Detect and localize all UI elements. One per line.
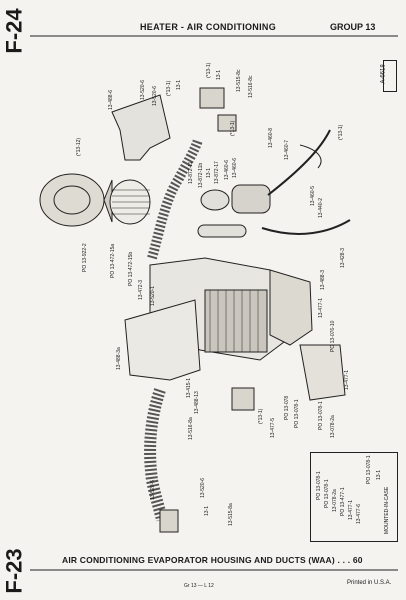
part-label: 13-1 <box>176 79 182 90</box>
housing-side-panel <box>269 269 313 346</box>
part-label: PO 13-472-15a <box>110 243 116 278</box>
part-label: 13-477-1 <box>344 369 350 390</box>
part-label: 13-078-2a <box>330 415 336 438</box>
part-label: 13-516-8a <box>188 417 194 440</box>
part-label: 13-516-8c <box>248 75 254 98</box>
part-label: (*13-1) <box>206 62 212 78</box>
evaporator-housing-lower <box>124 299 201 381</box>
part-label: 13-460-6 <box>224 159 230 180</box>
compressor-body <box>231 184 271 214</box>
part-label: 13-515-8a <box>228 503 234 526</box>
wire-lead <box>299 144 322 169</box>
part-label: PO 13-076-10 <box>330 320 336 352</box>
bracket-part <box>111 94 171 161</box>
blower-outlet <box>53 185 91 215</box>
part-label: 13-488-6 <box>108 89 114 110</box>
part-label: (*13-1) <box>258 408 264 424</box>
part-label: 13-520-6 <box>200 477 206 498</box>
part-label: 13-428-3 <box>340 247 346 268</box>
part-label: 13-460-8 <box>268 127 274 148</box>
part-label: (*13-1) <box>338 124 344 140</box>
part-label: 13-472-3 <box>138 279 144 300</box>
part-label: 13-1 <box>216 69 222 80</box>
flex-duct-lower <box>144 388 168 522</box>
hose-b <box>261 219 351 235</box>
inset-part-label: 13-477-6 <box>356 503 362 524</box>
hose-a <box>267 129 331 196</box>
inset-part-label: MOUNTED-IN-CASE <box>384 486 390 534</box>
vent-outlet-a <box>199 87 225 109</box>
part-label: 13-520-6 <box>140 79 146 100</box>
figure-caption: AIR CONDITIONING EVAPORATOR HOUSING AND … <box>62 555 363 565</box>
inset-part-label: PO 13-078-1 <box>366 455 372 484</box>
part-label: 13-488-3 <box>320 269 326 290</box>
expansion-valve <box>197 224 247 238</box>
page-code-bottom: F-23 <box>1 548 28 594</box>
part-label: PO 13-922-2 <box>82 243 88 272</box>
part-label: 13-515-8c <box>236 69 242 92</box>
blower-wheel-vanes <box>112 189 150 215</box>
part-label: 13-488-13 <box>194 391 200 414</box>
vent-outlet-c <box>159 509 179 533</box>
part-label: PO 13-078-1 <box>294 399 300 428</box>
part-label: 13-520-5 <box>150 479 156 500</box>
part-label: PO 13-472-15b <box>128 251 134 286</box>
page-code-bottom-text: F-23 <box>1 548 27 594</box>
part-label: PO 13-078-1 <box>318 401 324 430</box>
part-label: 13-460-5 <box>310 185 316 206</box>
part-label: 13-460-7 <box>284 139 290 160</box>
part-label: 13-415-1 <box>186 377 192 398</box>
part-label: 13-872-11 <box>188 161 194 184</box>
inset-part-label: 13-477-1 <box>348 499 354 520</box>
inset-part-label: PO 13-078-1 <box>316 471 322 500</box>
motor-pulley <box>200 189 230 211</box>
part-label: 13-440-2 <box>318 197 324 218</box>
part-label: 13-872-17 <box>214 161 220 184</box>
inset-part-label: PO 13-477-1 <box>340 487 346 516</box>
vent-outlet-b <box>217 114 237 132</box>
evaporator-fins <box>209 290 259 352</box>
part-label: 13-477-1 <box>318 297 324 318</box>
reference-stamp: A-6618 <box>381 60 397 92</box>
part-label: 13-1 <box>204 505 210 516</box>
part-label: 13-520-1 <box>150 285 156 306</box>
part-label: 13-1 <box>206 167 212 178</box>
part-label: (*13-1) <box>230 120 236 136</box>
inset-part-label: 13-1 <box>376 469 382 480</box>
part-label: (*13-12) <box>76 137 82 156</box>
part-label: 13-477-5 <box>270 417 276 438</box>
header-title: HEATER - AIR CONDITIONING <box>140 22 276 32</box>
part-label: 13-460-6 <box>232 157 238 178</box>
louver-grille <box>231 387 255 411</box>
part-label: 13-488-3a <box>116 347 122 370</box>
part-label: PO 13-078 <box>284 395 290 420</box>
inset-part-label: PO 13-078-1 <box>324 479 330 508</box>
evaporator-core <box>204 289 268 353</box>
part-label: 13-520-6 <box>152 85 158 106</box>
flex-duct-upper <box>147 138 203 260</box>
inset-part-label: 13-078-2a <box>332 489 338 512</box>
part-label: 13-872-11b <box>198 162 204 188</box>
switch-bracket <box>299 344 346 401</box>
blower-housing <box>39 173 105 227</box>
group-label: GROUP 13 <box>330 22 376 32</box>
detail-inset <box>310 452 398 542</box>
footer-code: Gr 13 — L 12 <box>184 583 214 589</box>
part-label: (*13-1) <box>166 80 172 96</box>
printed-note: Printed in U.S.A. <box>347 580 392 586</box>
